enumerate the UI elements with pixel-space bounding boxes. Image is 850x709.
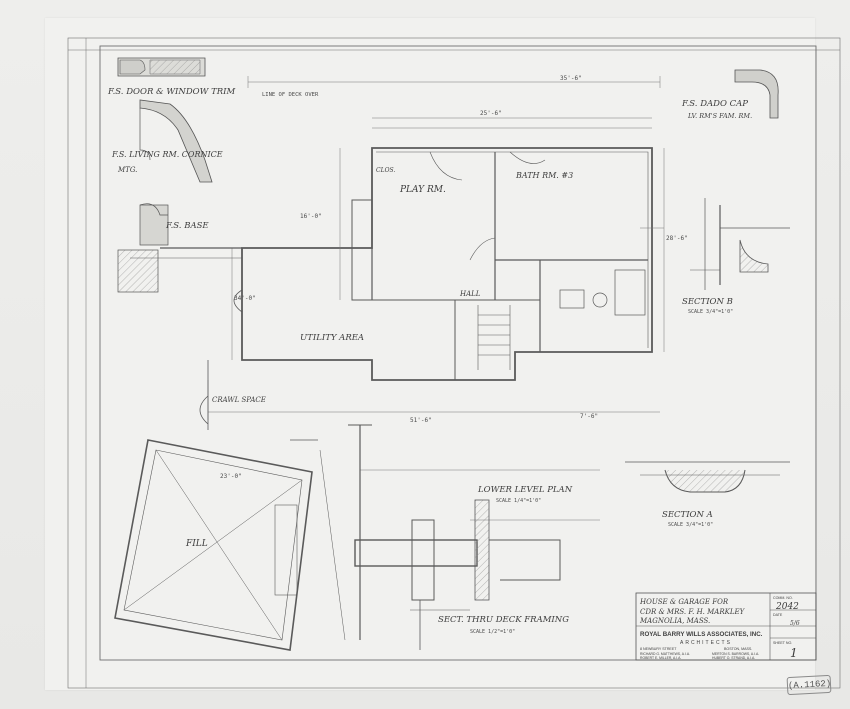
dado-cap-sub-label: LV. RM'S FAM. RM. bbox=[687, 112, 752, 120]
firm-name: ROYAL BARRY WILLS ASSOCIATES, INC. bbox=[640, 631, 763, 638]
partner-2: ROBERT E. MILLER, A.I.A. bbox=[640, 656, 681, 660]
deck-plan bbox=[114, 439, 346, 651]
partner-4: HUBERT O. STRAND, A.I.A. bbox=[712, 656, 755, 660]
comm-number: 2042 bbox=[775, 602, 799, 612]
sheet-label: SHEET NO. bbox=[773, 641, 792, 645]
section-a-scale: SCALE 3/4"=1'0" bbox=[668, 522, 713, 528]
partner-3: MERTON S. BARROWS, A.I.A. bbox=[712, 652, 759, 656]
floor-plan bbox=[130, 76, 665, 430]
sheet-number: 1 bbox=[790, 646, 798, 660]
firm-sub: ARCHITECTS bbox=[680, 640, 732, 646]
project-line-1: HOUSE & GARAGE FOR bbox=[639, 598, 729, 606]
section-b-title: SECTION B bbox=[682, 297, 733, 307]
partner-1: RICHARD G. MATTHEWS, A.I.A. bbox=[640, 652, 690, 656]
fill-label: FILL bbox=[185, 539, 208, 549]
dim-right: 28'-6" bbox=[666, 235, 688, 242]
date-value: 5/6 bbox=[790, 620, 800, 627]
cornice-label: F.S. LIVING RM. CORNICE bbox=[111, 150, 223, 159]
deck-framing-section bbox=[348, 424, 600, 650]
cornice-mtg-label: MTG. bbox=[117, 166, 137, 174]
crawl-space-label: CRAWL SPACE bbox=[212, 396, 266, 404]
door-trim-label: F.S. DOOR & WINDOW TRIM bbox=[107, 87, 236, 97]
base-label: F.S. BASE bbox=[165, 221, 209, 231]
drawing-sheet bbox=[45, 18, 815, 690]
base-detail bbox=[117, 203, 169, 293]
catalog-stamp: (A.1162) bbox=[786, 674, 831, 696]
section-a-title: SECTION A bbox=[662, 510, 713, 520]
date-label: DATE bbox=[773, 613, 783, 617]
door-trim-detail bbox=[117, 57, 206, 77]
lower-level-scale: SCALE 1/4"=1'0" bbox=[496, 498, 541, 504]
play-room-label: PLAY RM. bbox=[399, 185, 446, 195]
section-a-detail bbox=[625, 461, 790, 493]
dado-cap-detail bbox=[734, 69, 779, 119]
section-b-scale: SCALE 3/4"=1'0" bbox=[688, 309, 733, 315]
cornice-detail bbox=[139, 99, 213, 183]
dim-overall: 35'-6" bbox=[560, 75, 582, 82]
outer-border bbox=[67, 37, 841, 689]
dim-small: 7'-6" bbox=[580, 413, 598, 420]
deck-over-label: LINE OF DECK OVER bbox=[262, 92, 319, 98]
dado-cap-label: F.S. DADO CAP bbox=[681, 99, 748, 109]
project-line-2: CDR & MRS. F. H. MARKLEY bbox=[640, 608, 746, 616]
utility-label: UTILITY AREA bbox=[300, 333, 364, 343]
dim-bottom: 51'-6" bbox=[410, 417, 432, 424]
deck-framing-title: SECT. THRU DECK FRAMING bbox=[438, 615, 569, 625]
bath-label: BATH RM. #3 bbox=[515, 171, 573, 180]
lower-level-plan-title: LOWER LEVEL PLAN bbox=[477, 485, 573, 495]
dim-deck: 23'-0" bbox=[220, 473, 242, 480]
firm-street: 8 NEWBURY STREET bbox=[640, 647, 677, 651]
comm-label: COMM. NO. bbox=[773, 596, 793, 600]
section-b-detail bbox=[690, 198, 790, 290]
title-block bbox=[635, 592, 817, 661]
dim-top: 25'-6" bbox=[480, 110, 502, 117]
dim-left: 34'-0" bbox=[234, 295, 256, 302]
inner-border bbox=[99, 45, 817, 661]
project-line-3: MAGNOLIA, MASS. bbox=[639, 617, 710, 625]
firm-city: BOSTON, MASS. bbox=[724, 647, 752, 651]
closet-label: CLOS. bbox=[376, 167, 395, 174]
dim-mid: 16'-0" bbox=[300, 213, 322, 220]
deck-framing-scale: SCALE 1/2"=1'0" bbox=[470, 629, 515, 635]
hall-label: HALL bbox=[459, 290, 481, 298]
